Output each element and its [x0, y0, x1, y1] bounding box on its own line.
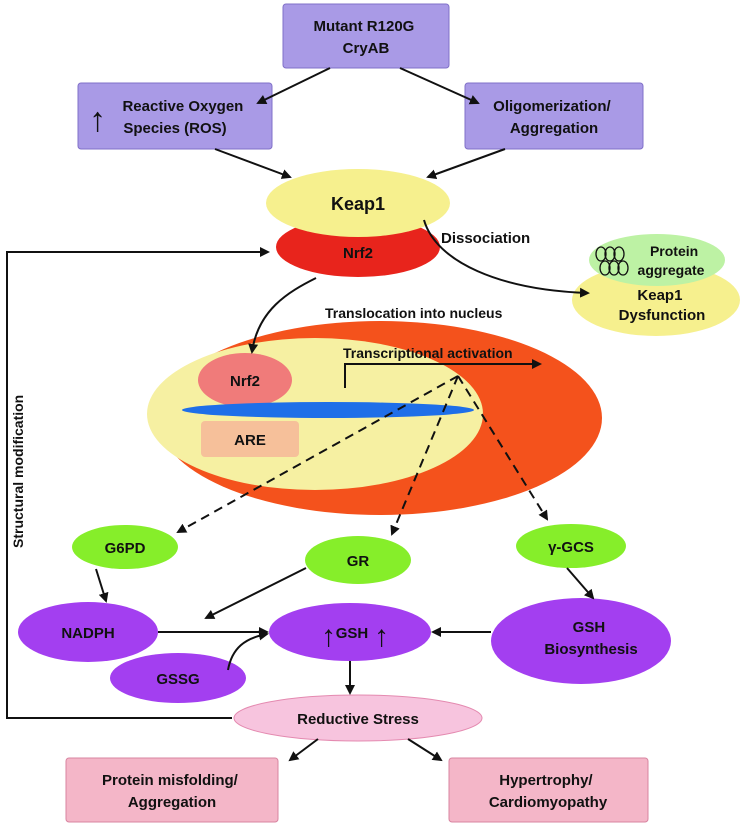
misfolding-line1: Protein misfolding/ [102, 772, 239, 789]
mutant-label-line1: Mutant R120G [313, 18, 414, 35]
structural-feedback-arrow [6, 247, 270, 719]
transcriptional-label: Transcriptional activation [343, 345, 513, 361]
gr-ellipse [305, 536, 411, 584]
misfolding-line2: Aggregation [128, 794, 216, 811]
mutant-label-line2: CryAB [343, 40, 390, 57]
protein-aggregate-line2: aggregate [638, 262, 705, 278]
keap1-dysfunction-ellipse [572, 264, 740, 336]
nadph-label: NADPH [61, 625, 114, 642]
nadph-ellipse [18, 602, 158, 662]
g6pd-ellipse [72, 525, 178, 569]
are-box [201, 421, 299, 457]
svg-text:Hypertrophy/ Cardiomyopath: Hypertrophy/ Cardiomyopathy [489, 772, 608, 811]
arrow-nrf2-to-nucleus [248, 277, 317, 354]
gsh-label: GSH [336, 625, 369, 642]
ros-label-line1: Reactive Oxygen [122, 98, 243, 115]
nuclear-nrf2-label: Nrf2 [230, 373, 260, 390]
up-arrow-icon: ↑ [89, 101, 106, 139]
svg-text:GSH Biosynthesis: GSH Biosynthesis [544, 619, 637, 658]
arrow-mutant-to-ros [256, 67, 331, 104]
svg-text:Keap1 Dysfunction: Keap1 Dysfunction [619, 287, 706, 324]
oligo-label-line2: Aggregation [510, 120, 598, 137]
arrow-gr-to-gsh [204, 567, 307, 619]
svg-text:Reactive Oxygen Species (R: Reactive Oxygen Species (ROS) [122, 98, 247, 137]
dissociation-label: Dissociation [441, 230, 530, 247]
reductive-stress-ellipse [233, 694, 483, 742]
gssg-label: GSSG [156, 671, 199, 688]
keap1-label: Keap1 [331, 194, 385, 214]
dashed-arrow-to-ygcs [457, 375, 549, 521]
arrow-ygcs-to-biosynthesis [566, 567, 595, 600]
mutant-cryab-box [282, 3, 450, 69]
arrow-stress-to-hypertrophy [407, 738, 443, 762]
arrow-stress-to-misfolding [288, 738, 319, 762]
svg-text:Protein misfolding/ Aggreg: Protein misfolding/ Aggregation [102, 772, 242, 811]
gsh-biosynthesis-line2: Biosynthesis [544, 641, 637, 658]
hypertrophy-line1: Hypertrophy/ [499, 772, 593, 789]
ros-box [77, 82, 273, 150]
arrow-mutant-to-oligo [399, 67, 480, 105]
translocation-label: Translocation into nucleus [325, 305, 503, 321]
gr-label: GR [347, 553, 370, 570]
protein-aggregate-ellipse [589, 234, 725, 286]
svg-text:Oligomerization/ Aggregati: Oligomerization/ Aggregation [493, 98, 615, 137]
oligo-label-line1: Oligomerization/ [493, 98, 611, 115]
arrow-ros-to-keap1 [214, 148, 292, 179]
keap1-dysfunction-line1: Keap1 [637, 287, 682, 304]
ygcs-ellipse [516, 524, 626, 568]
structural-modification-label: Structural modification [10, 395, 26, 548]
hypertrophy-box [448, 757, 649, 823]
protein-aggregate-icon [595, 246, 629, 276]
ros-label-line2: Species (ROS) [123, 120, 226, 137]
dashed-arrow-to-g6pd [176, 375, 459, 533]
gsh-up-arrow-left-icon: ↑ [321, 620, 336, 653]
dashed-arrow-to-gr [390, 375, 459, 536]
g6pd-label: G6PD [105, 540, 146, 557]
arrow-gssg-to-gsh [227, 630, 269, 671]
svg-text:Protein aggregate: Protein aggregate [638, 243, 705, 278]
reductive-stress-label: Reductive Stress [297, 711, 419, 728]
gsh-ellipse [269, 603, 431, 661]
gsh-up-arrow-right-icon: ↑ [374, 620, 389, 653]
gsh-biosynthesis-ellipse [491, 598, 671, 684]
misfolding-box [65, 757, 279, 823]
gsh-biosynthesis-line1: GSH [573, 619, 606, 636]
arrow-keap1-to-dysfunction [423, 219, 590, 298]
keap1-ellipse [266, 169, 450, 237]
nuclear-nrf2-ellipse [198, 353, 292, 407]
keap1-dysfunction-line2: Dysfunction [619, 307, 706, 324]
protein-aggregate-line1: Protein [650, 243, 698, 259]
are-label: ARE [234, 432, 266, 449]
oligomerization-box [464, 82, 644, 150]
arrow-g6pd-to-nadph [95, 568, 109, 603]
nrf2-label: Nrf2 [343, 245, 373, 262]
ygcs-label: γ-GCS [548, 539, 594, 556]
dna-strand [182, 402, 474, 418]
transcription-arrow [344, 359, 542, 388]
arrow-oligo-to-keap1 [426, 148, 506, 179]
gssg-ellipse [110, 653, 246, 703]
svg-text:Mutant R120G CryAB: Mutant R120G CryAB [313, 18, 418, 57]
hypertrophy-line2: Cardiomyopathy [489, 794, 608, 811]
